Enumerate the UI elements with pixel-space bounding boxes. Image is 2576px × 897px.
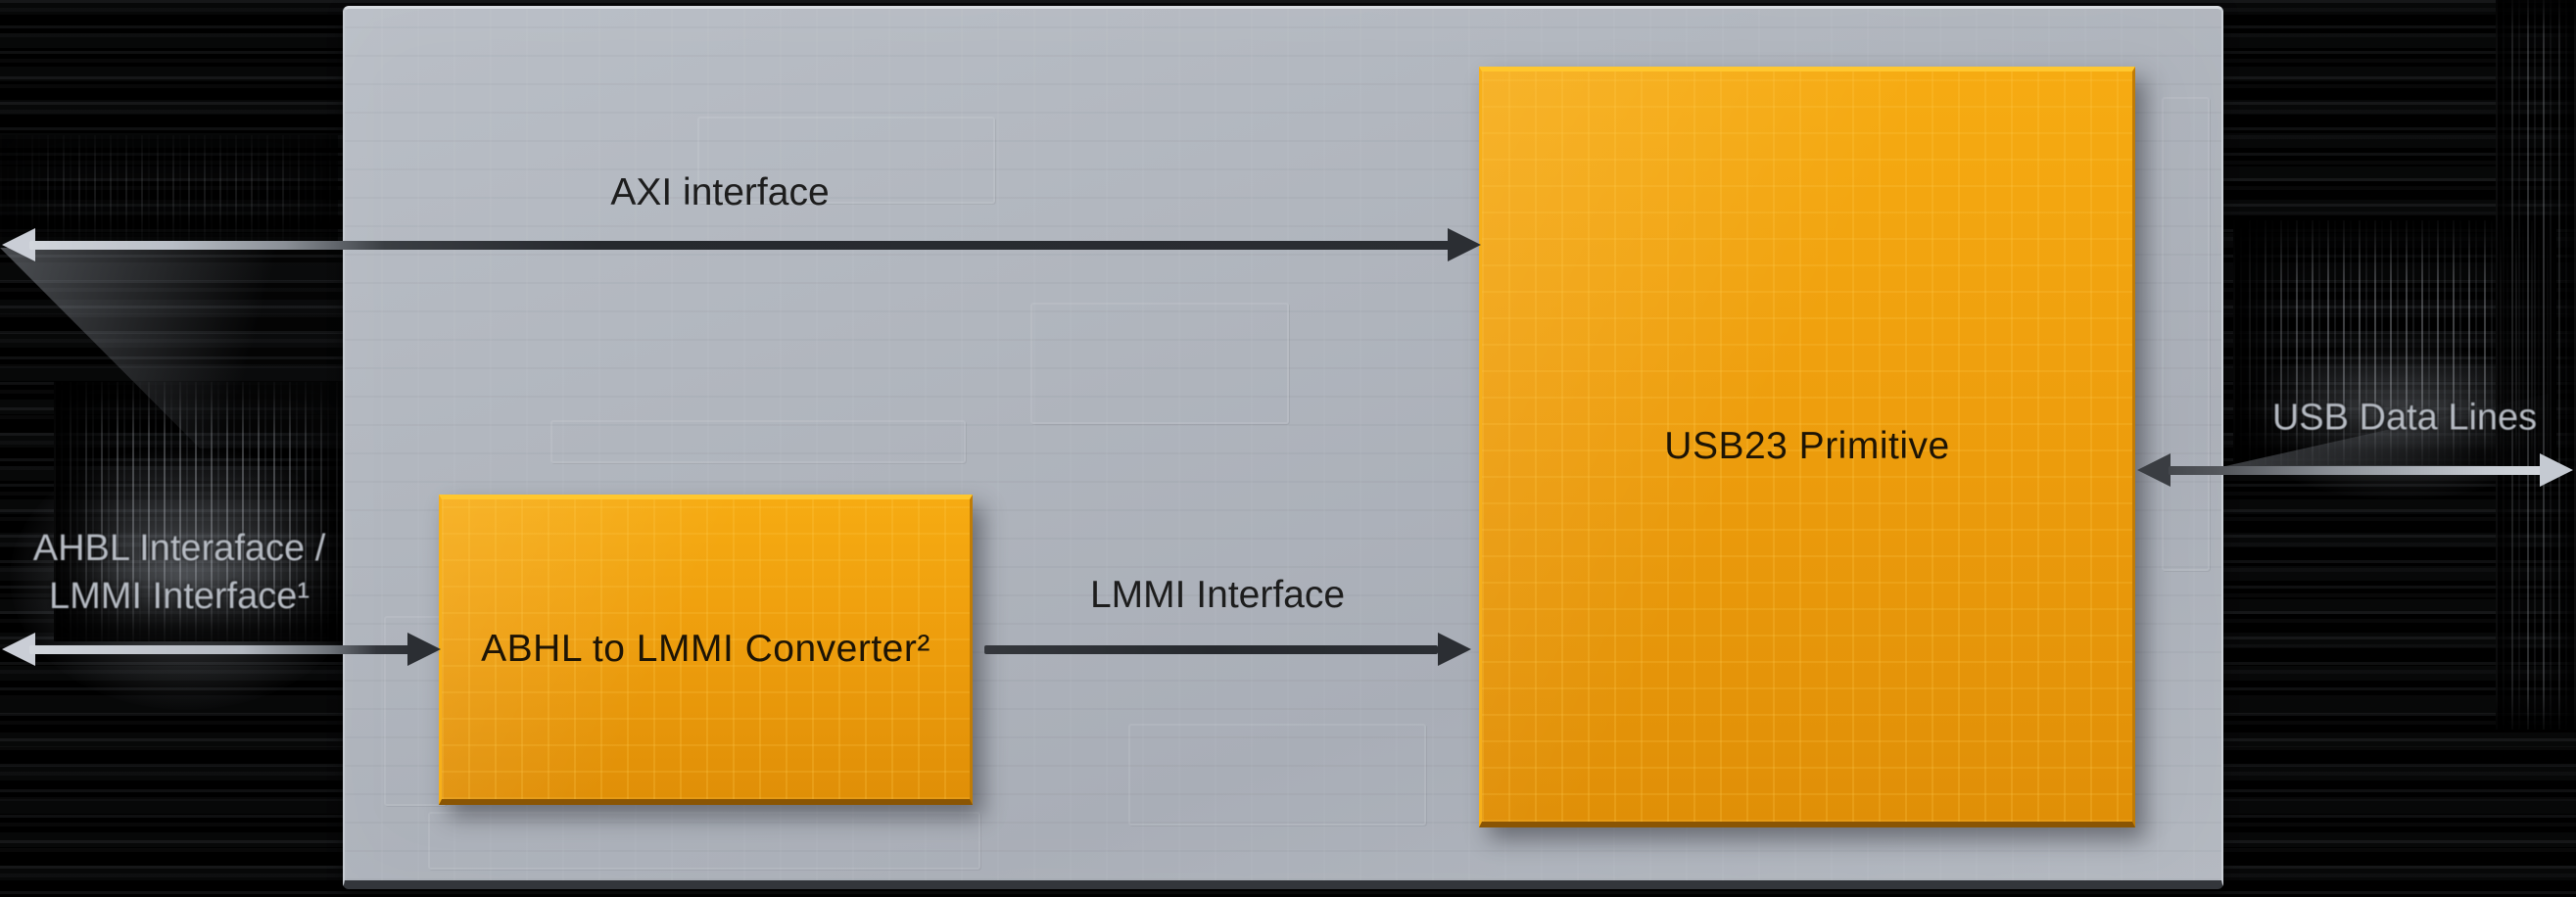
streak-texture xyxy=(2496,0,2576,730)
axi-arrow-shaft xyxy=(29,241,1450,250)
ahbl-arrow-shaft xyxy=(29,645,415,654)
usb-data-arrowhead-left-icon xyxy=(2137,453,2171,487)
ahbl-lmmi-external-label: AHBL Interaface / LMMI Interface¹ xyxy=(33,525,326,621)
panel-texture-rect xyxy=(697,117,995,204)
lmmi-interface-label: LMMI Interface xyxy=(1089,574,1346,616)
ahbl-arrowhead-right-icon xyxy=(407,633,441,666)
lmmi-arrowhead-right-icon xyxy=(1438,633,1471,666)
usb-data-arrow-shaft xyxy=(2169,466,2542,475)
panel-texture-rect xyxy=(1128,724,1426,826)
streak-texture xyxy=(54,382,353,641)
axi-arrowhead-right-icon xyxy=(1448,228,1481,261)
panel-texture-rect xyxy=(2162,97,2210,571)
ahbl-external-label-line2: LMMI Interface¹ xyxy=(48,576,310,617)
panel-texture-rect xyxy=(550,420,966,463)
lmmi-arrow-shaft xyxy=(984,645,1438,654)
usb-data-lines-label: USB Data Lines xyxy=(2271,397,2538,439)
left-label-glow xyxy=(10,446,362,710)
usb23-primitive-block: USB23 Primitive xyxy=(1479,67,2135,827)
usb23-block-label: USB23 Primitive xyxy=(1664,425,1950,467)
axi-interface-label: AXI interface xyxy=(610,171,830,213)
panel-texture-rect xyxy=(428,812,980,870)
usb-data-arrowhead-right-icon xyxy=(2540,453,2573,487)
streak-texture xyxy=(0,135,338,241)
panel-texture-rect xyxy=(1030,303,1289,424)
streak-texture xyxy=(2233,220,2556,465)
converter-block: ABHL to LMMI Converter² xyxy=(439,495,973,805)
converter-block-label: ABHL to LMMI Converter² xyxy=(481,628,930,670)
ahbl-external-label-line1: AHBL Interaface / xyxy=(32,528,326,569)
